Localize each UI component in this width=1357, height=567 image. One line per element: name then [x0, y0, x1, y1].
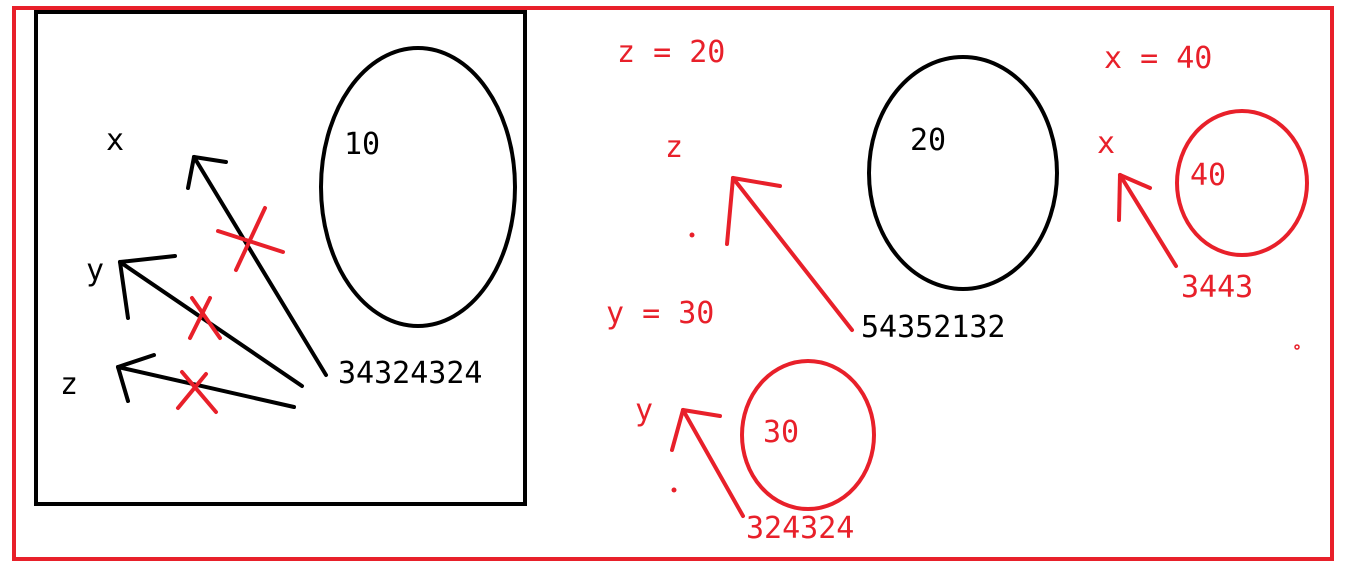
object-ellipse-20 [867, 55, 1059, 291]
cross-mark-y [188, 296, 222, 340]
arrow-z-new [725, 176, 854, 332]
x-assignment: x = 40 [1104, 41, 1212, 76]
address-left: 34324324 [338, 356, 483, 391]
arrow-z [116, 353, 296, 409]
dot-mark-small [1294, 344, 1300, 350]
address-y: 324324 [746, 511, 854, 546]
left-box [34, 10, 527, 506]
var-label-x: x [106, 123, 124, 158]
cross-mark-z [176, 370, 218, 414]
object-value-20: 20 [910, 123, 946, 158]
dot-mark-lower [671, 487, 677, 493]
dot-mark [689, 232, 695, 238]
x-label: x [1097, 126, 1115, 161]
outer-frame [12, 6, 1334, 561]
arrow-x-new [1117, 173, 1178, 268]
arrow-x [186, 155, 328, 377]
y-assignment: y = 30 [606, 296, 714, 331]
object-ellipse-10 [319, 46, 517, 328]
object-value-10: 10 [344, 127, 380, 162]
object-value-30: 30 [763, 415, 799, 450]
arrow-y-new [670, 408, 745, 518]
z-label: z [665, 130, 683, 165]
var-label-y: y [86, 253, 104, 288]
object-ellipse-40 [1175, 109, 1309, 257]
z-assignment: z = 20 [617, 35, 725, 70]
address-x: 3443 [1181, 270, 1253, 305]
address-z: 54352132 [861, 310, 1006, 345]
object-value-40: 40 [1190, 158, 1226, 193]
cross-mark-x [216, 206, 285, 272]
y-label: y [635, 393, 653, 428]
arrow-y [118, 254, 304, 388]
object-ellipse-30 [740, 359, 876, 511]
var-label-z: z [60, 367, 78, 402]
